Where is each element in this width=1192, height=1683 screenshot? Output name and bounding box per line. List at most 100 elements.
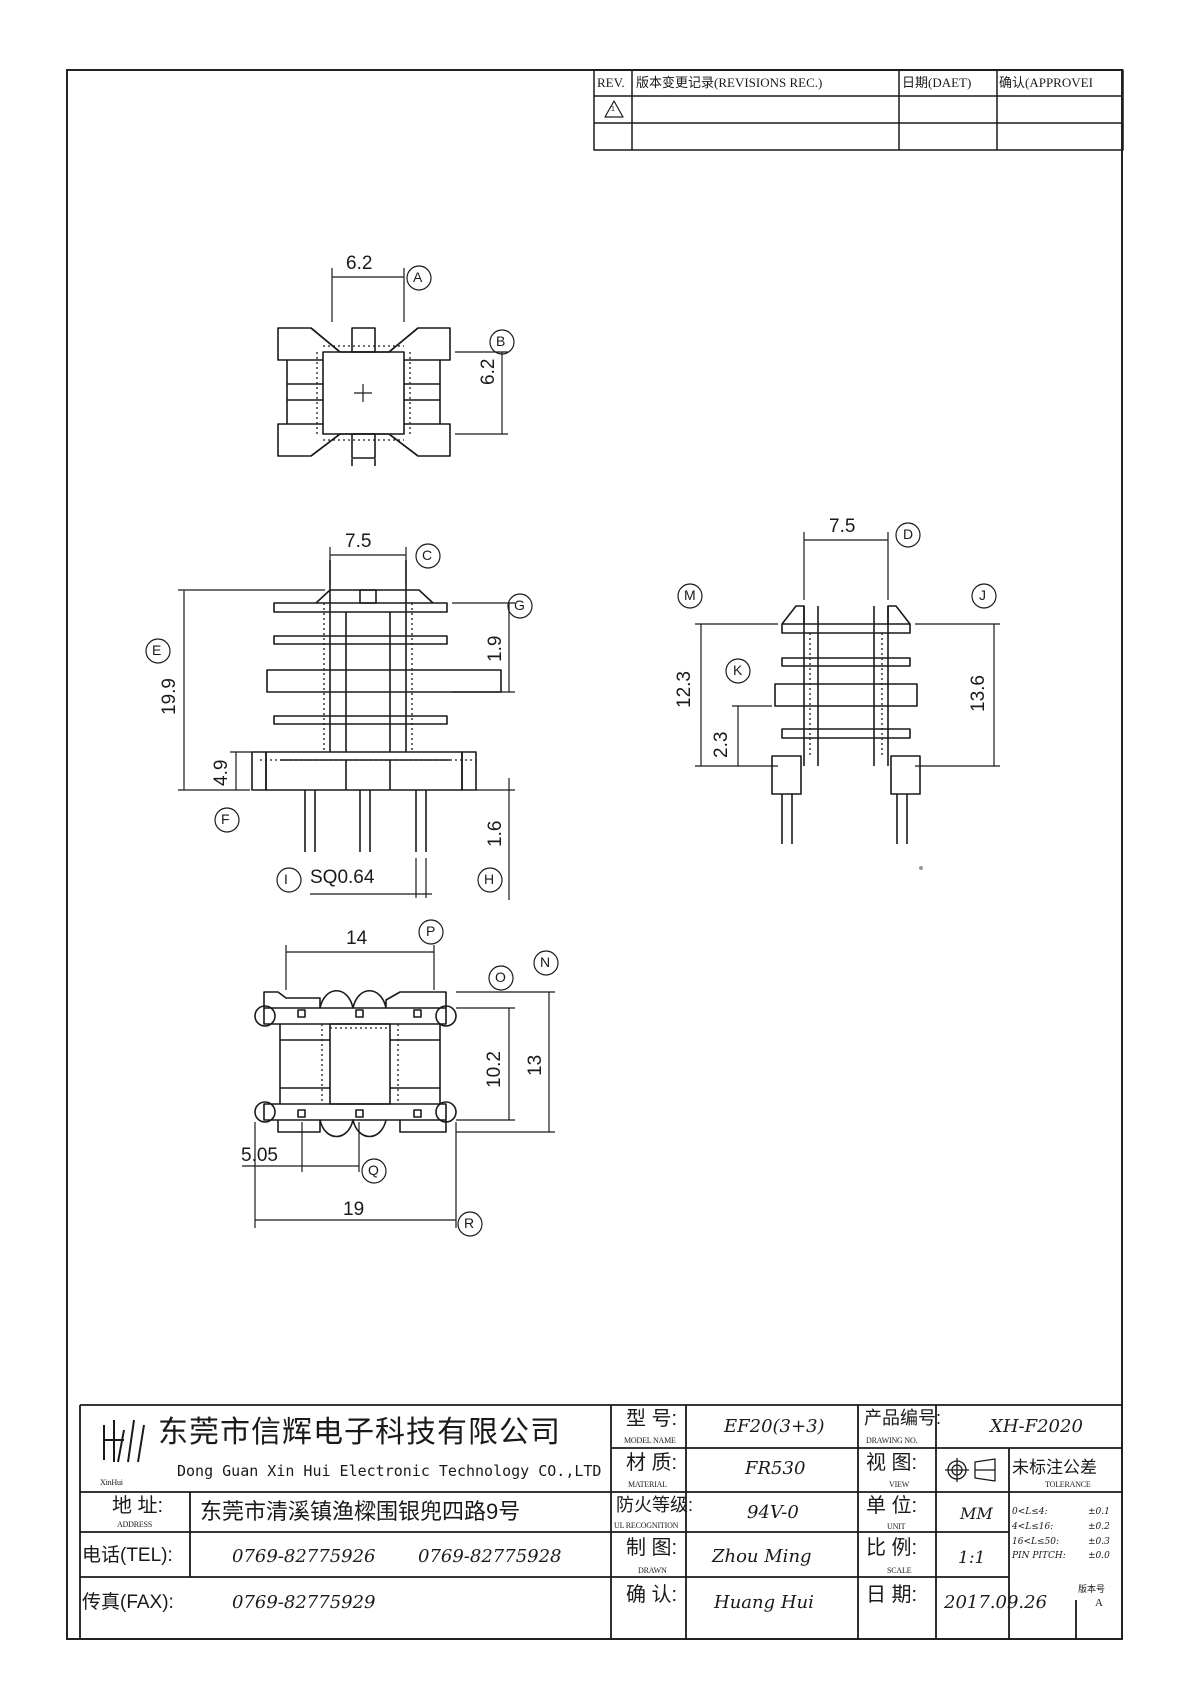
label-k: K	[733, 662, 743, 678]
model-value: EF20(3+3)	[724, 1416, 825, 1437]
dim-bottom-pitch: 5.05	[241, 1145, 278, 1166]
top-view-dims	[331, 265, 515, 435]
dim-bottom-overall: 19	[343, 1199, 365, 1220]
label-e: E	[152, 642, 162, 658]
label-h: H	[484, 871, 495, 887]
revisions-header: 版本变更记录(REVISIONS REC.)	[636, 75, 823, 90]
drawn-label-en: DRAWN	[638, 1566, 667, 1575]
address-label-en: ADDRESS	[117, 1520, 153, 1529]
dim-top-width: 6.2	[346, 253, 373, 274]
label-j: J	[979, 587, 986, 603]
logo-text: XinHui	[100, 1478, 123, 1487]
tol-value-4: ±0.0	[1088, 1551, 1110, 1561]
rev-symbol: 1	[611, 106, 615, 113]
material-label: 材 质:	[626, 1452, 678, 1474]
label-c: C	[422, 547, 433, 563]
tol-value-1: ±0.1	[1088, 1507, 1110, 1517]
company-name-cn: 东莞市信辉电子科技有限公司	[158, 1416, 561, 1449]
dim-pin-length: 1.6	[485, 820, 506, 847]
model-label: 型 号:	[626, 1408, 678, 1430]
dim-front-base: 4.9	[211, 759, 232, 786]
top-view-bobbin	[277, 327, 451, 466]
dim-pin-size: SQ0.64	[310, 867, 375, 888]
drawing-no-value: XH-F2020	[990, 1416, 1083, 1437]
revision-table-grid	[593, 69, 1124, 151]
scale-value: 1:1	[958, 1548, 986, 1568]
unit-label-en: UNIT	[887, 1522, 906, 1531]
dim-front-width: 7.5	[345, 531, 372, 552]
bottom-view-dims	[242, 919, 559, 1237]
dim-side-gap: 2.3	[711, 731, 732, 758]
tel-label: 电话(TEL):	[82, 1545, 173, 1566]
front-view-dims	[145, 543, 533, 900]
date-header: 日期(DAET)	[902, 75, 972, 90]
label-r: R	[464, 1215, 475, 1231]
version-value: A	[1095, 1597, 1103, 1609]
tolerance-label-en: TOLERANCE	[1045, 1480, 1091, 1489]
label-o: O	[495, 969, 506, 985]
view-label-en: VIEW	[889, 1480, 910, 1489]
projection-symbol	[945, 1458, 996, 1482]
fire-label: 防火等级:	[616, 1495, 694, 1515]
drawn-label: 制 图:	[626, 1537, 678, 1559]
bottom-view-bobbin	[254, 990, 457, 1138]
dim-side-left-height: 12.3	[674, 671, 695, 708]
tel-value-1: 0769-82775926	[232, 1546, 376, 1567]
label-m: M	[684, 587, 696, 603]
drawing-no-label: 产品编号:	[864, 1408, 942, 1428]
dim-top-height: 6.2	[478, 358, 499, 385]
rev-header: REV.	[597, 75, 625, 90]
dim-side-width: 7.5	[829, 516, 856, 537]
material-value: FR530	[745, 1458, 806, 1479]
scale-label: 比 例:	[866, 1537, 918, 1559]
label-b: B	[496, 333, 506, 349]
fire-label-en: UL RECOGNITION	[614, 1521, 679, 1530]
company-logo	[103, 1419, 145, 1463]
label-f: F	[221, 811, 230, 827]
material-label-en: MATERIAL	[628, 1480, 667, 1489]
model-label-en: MODEL NAME	[624, 1436, 676, 1445]
label-n: N	[540, 954, 551, 970]
dim-bottom-outer: 13	[525, 1054, 546, 1076]
unit-value: MM	[960, 1504, 993, 1523]
address-value: 东莞市清溪镇渔樑围银兜四路9号	[200, 1499, 521, 1524]
tol-value-2: ±0.2	[1088, 1522, 1110, 1532]
side-view-bobbin	[771, 605, 921, 844]
tol-value-3: ±0.3	[1088, 1537, 1110, 1547]
label-q: Q	[368, 1162, 379, 1178]
fax-label: 传真(FAX):	[82, 1592, 174, 1613]
drawn-value: Zhou Ming	[712, 1546, 812, 1567]
dim-side-right-height: 13.6	[968, 675, 989, 712]
address-label: 地 址:	[112, 1495, 164, 1517]
unit-label: 单 位:	[866, 1495, 918, 1517]
date-label: 日 期:	[866, 1584, 918, 1606]
label-d: D	[903, 526, 914, 542]
label-a: A	[413, 269, 423, 285]
front-view-bobbin	[251, 560, 502, 852]
tolerance-label: 未标注公差	[1012, 1458, 1097, 1477]
date-value: 2017.09.26	[944, 1592, 1048, 1613]
company-name-en: Dong Guan Xin Hui Electronic Technology …	[177, 1462, 602, 1480]
scale-label-en: SCALE	[887, 1566, 912, 1575]
label-g: G	[514, 597, 525, 613]
drawing-no-label-en: DRAWING NO.	[866, 1436, 918, 1445]
tel-value-2: 0769-82775928	[418, 1546, 562, 1567]
dim-bottom-inner: 10.2	[484, 1051, 505, 1088]
version-label: 版本号	[1078, 1584, 1106, 1594]
tol-range-1: 0<L≤4:	[1012, 1507, 1048, 1517]
approve-value: Huang Hui	[714, 1592, 814, 1613]
label-p: P	[426, 923, 436, 939]
dim-front-height: 19.9	[159, 678, 180, 715]
tol-range-4: PIN PITCH:	[1012, 1551, 1066, 1561]
fire-value: 94V-0	[747, 1502, 799, 1523]
title-block-grid	[79, 1404, 1123, 1640]
tol-range-3: 16<L≤50:	[1012, 1537, 1059, 1547]
side-view-dims	[677, 522, 1000, 767]
approve-label: 确 认:	[626, 1584, 678, 1606]
fax-value: 0769-82775929	[232, 1592, 376, 1613]
view-label: 视 图:	[866, 1452, 918, 1474]
tol-range-2: 4<L≤16:	[1012, 1522, 1054, 1532]
label-i: I	[284, 871, 288, 887]
approve-header: 确认(APPROVEI	[999, 75, 1093, 90]
